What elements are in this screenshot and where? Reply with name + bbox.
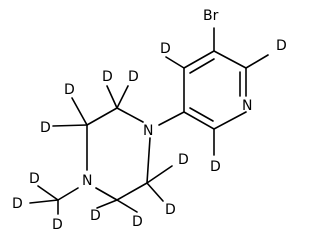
bond-c3pip-d2: [52, 124, 88, 127]
atom-d-pip-c6b: D: [165, 202, 176, 218]
bond-c2pip-d1: [106, 85, 118, 109]
atom-d-pip-c2b: D: [128, 69, 139, 85]
bond-c2-c3-inner: [189, 107, 214, 122]
atom-n-piperazine-1: N: [143, 123, 153, 139]
bond-c2-c3pip: [86, 107, 118, 126]
bond-c2pip-d2: [116, 85, 129, 109]
bond-c6-d: [245, 54, 269, 69]
atom-d-methyl-1: D: [29, 171, 40, 187]
atom-d-pip-c6a: D: [178, 152, 189, 168]
bond-n1-c2: [213, 111, 247, 130]
atom-d-pyr-c6: D: [276, 38, 287, 54]
bond-n4-ch3: [57, 187, 79, 201]
molecule-diagram: Br N N N D D D D D D D D D D D D D D: [12, 8, 287, 232]
atom-n-piperazine-4: N: [82, 173, 92, 189]
bond-ch3-d2: [29, 199, 59, 204]
atom-labels: Br N N N D D D D D D D D D D D D D D: [12, 8, 287, 232]
bond-c5pip-d2: [116, 199, 138, 213]
bond-c5pip-d1: [96, 199, 118, 209]
bond-c6pip-d1: [146, 165, 173, 184]
bonds: [29, 27, 269, 215]
bond-n4-c5pip: [95, 187, 118, 201]
atom-d-methyl-2: D: [12, 196, 23, 212]
atom-d-pip-c2a: D: [102, 69, 113, 85]
atom-d-methyl-3: D: [52, 217, 63, 232]
atom-d-pip-c3b: D: [40, 120, 51, 136]
bond-c4-c5: [183, 50, 215, 69]
bond-ch3-d1: [37, 185, 59, 201]
bond-c4-d: [165, 56, 185, 69]
bond-c2-c3: [183, 111, 215, 130]
bond-c6pip-d2: [146, 182, 164, 202]
bond-c5-c6: [213, 50, 247, 69]
atom-d-pyr-c4: D: [160, 41, 171, 57]
bond-n1-c2pip: [116, 107, 144, 123]
bond-c5-c6pip: [116, 182, 148, 201]
atom-d-pip-c3a: D: [64, 82, 75, 98]
atom-n-pyridine: N: [242, 98, 252, 114]
bond-c4-c5-inner: [189, 58, 215, 74]
atom-br: Br: [203, 8, 219, 24]
bond-c3pip-d1: [71, 97, 88, 126]
atom-d-pip-c5a: D: [90, 208, 101, 224]
bond-c6-n1pip: [146, 137, 151, 184]
bond-c3-n1pip: [158, 111, 185, 126]
atom-d-pyr-c2: D: [210, 159, 221, 175]
atom-d-pip-c5b: D: [132, 214, 143, 230]
